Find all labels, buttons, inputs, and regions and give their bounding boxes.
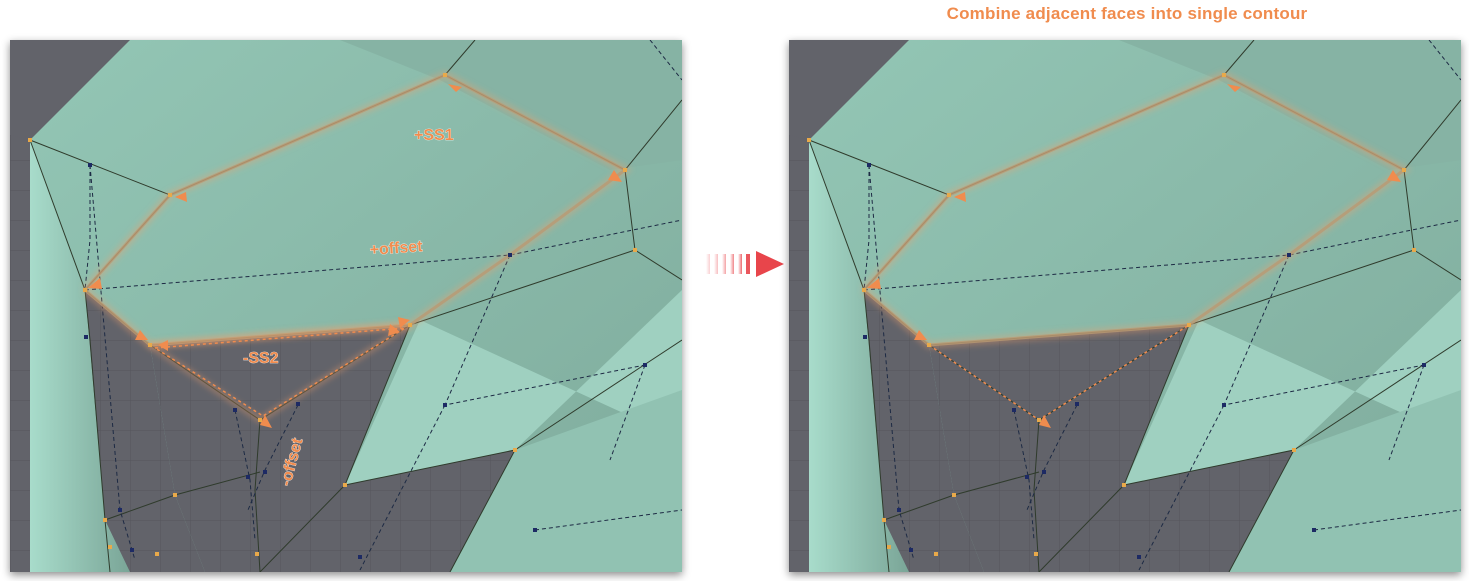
mesh-faces (789, 40, 1461, 572)
mesh-faces (10, 40, 682, 572)
label-ss2: -SS2 (243, 350, 279, 367)
mesh-before: +SS1 +offset -SS2 -offset (10, 40, 682, 572)
mesh-vertices (807, 73, 1426, 559)
viewport-after (789, 40, 1461, 572)
mesh-vertices (28, 73, 647, 559)
contour-ss2 (148, 322, 412, 424)
transition-arrow-icon (706, 251, 784, 277)
viewport-before: +SS1 +offset -SS2 -offset (10, 40, 682, 572)
diagram-title: Combine adjacent faces into single conto… (946, 4, 1308, 23)
mesh-after (789, 40, 1461, 572)
label-ss1: +SS1 (414, 127, 454, 144)
direction-arrows (88, 84, 622, 428)
label-offset-positive: +offset (369, 238, 424, 259)
direction-arrows (867, 84, 1401, 428)
